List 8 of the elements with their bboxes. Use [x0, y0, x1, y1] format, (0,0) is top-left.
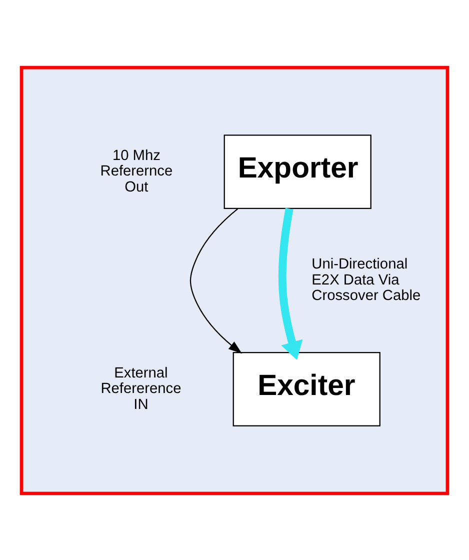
arrow	[278, 207, 303, 360]
cluster	[20, 65, 450, 495]
edge-label: Uni-Directional E2X Data Via Crossover Cable	[312, 256, 421, 304]
node-box: Exporter	[224, 134, 372, 208]
label: External Refererence IN	[100, 364, 182, 412]
label: 10 Mhz Referernce Out	[100, 147, 173, 195]
arrow	[190, 208, 242, 354]
node-box: Exciter	[232, 352, 380, 426]
